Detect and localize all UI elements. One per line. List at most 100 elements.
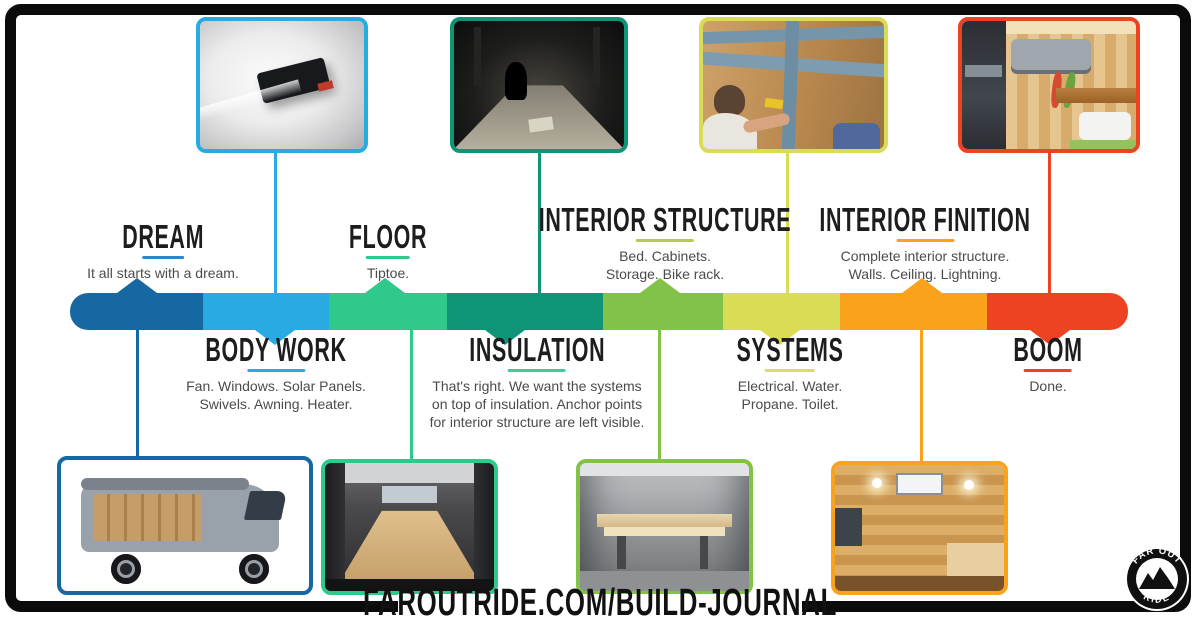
van-sketch-wheel-front (239, 554, 270, 585)
photo-interior-structure (576, 459, 753, 595)
van-rear-door-right (473, 463, 494, 591)
photo-systems (699, 17, 888, 153)
van-rear-door-left (325, 463, 346, 591)
mattress (1010, 38, 1091, 70)
stage-label-systems: SYSTEMS Electrical. Water. Propane. Toil… (708, 331, 873, 413)
stage-underline-dream (142, 255, 184, 259)
stage-title-insulation: INSULATION (469, 331, 605, 368)
platform-leg-right (700, 535, 709, 570)
arrow-down-insulation (485, 330, 525, 345)
stage-description-systems: Electrical. Water. Propane. Toilet. (737, 377, 843, 412)
stage-underline-interior-structure (636, 238, 694, 242)
stage-title-body-work: BODY WORK (205, 331, 347, 368)
insulation-rib-left (474, 27, 482, 87)
arrow-up-floor (365, 278, 405, 293)
photo-interior-finition (831, 461, 1008, 595)
logo-svg: FAR OUT RIDE (1125, 545, 1189, 611)
timeline-segment-dream (70, 293, 203, 330)
bed-deck (946, 543, 1004, 576)
van-sketch-windshield (243, 491, 288, 521)
stage-label-boom: BOOM Done. (995, 331, 1102, 395)
platform-leg-left (617, 535, 626, 570)
arrow-down-body-work (255, 330, 295, 345)
timeline-segment-boom (987, 293, 1128, 330)
logo-text-bottom: RIDE (1142, 591, 1170, 605)
arrow-down-systems (760, 330, 800, 345)
bed-platform-edge (603, 527, 726, 536)
stage-title-boom: BOOM (1013, 331, 1083, 368)
stage-description-dream: It all starts with a dream. (87, 264, 239, 281)
stage-title-systems: SYSTEMS (736, 331, 844, 368)
arrow-up-dream (117, 278, 157, 293)
timeline-bar (70, 278, 1128, 345)
connector-body-work (274, 152, 277, 294)
timeline-segment-systems (723, 293, 840, 330)
stage-description-boom: Done. (1029, 377, 1067, 394)
connector-dream (136, 328, 139, 458)
stage-title-dream: DREAM (122, 218, 204, 255)
stage-title-interior-finition: INTERIOR FINITION (819, 201, 1031, 238)
timeline-segment-floor (329, 293, 447, 330)
photo-dream (57, 456, 313, 595)
footer-url-text: FAROUTRIDE.COM/BUILD-JOURNAL (362, 582, 838, 624)
pillow (1078, 111, 1131, 141)
stage-underline-systems (764, 368, 815, 372)
stage-label-interior-structure: INTERIOR STRUCTURE Bed. Cabinets. Storag… (471, 201, 859, 283)
stage-description-floor: Tiptoe. (366, 264, 410, 281)
footer-border-gap (398, 594, 802, 620)
timeline-segment-body-work (203, 293, 329, 330)
photo-body-work (196, 17, 368, 153)
bed-platform-top (596, 514, 733, 527)
stage-description-interior-structure: Bed. Cabinets. Storage. Bike rack. (605, 247, 725, 282)
worker-silhouette (505, 61, 528, 101)
photo-boom (958, 17, 1140, 153)
photo-floor (321, 459, 498, 595)
insulation-rib-right (593, 27, 601, 87)
footer-url: FAROUTRIDE.COM/BUILD-JOURNAL (251, 582, 948, 625)
van-rear-ceiling (338, 463, 481, 484)
arrow-up-interior-structure (640, 278, 680, 293)
stage-label-floor: FLOOR Tiptoe. (328, 218, 448, 282)
stage-label-insulation: INSULATION That's right. We want the sys… (429, 331, 645, 431)
stage-underline-interior-finition (896, 238, 954, 242)
stage-title-floor: FLOOR (348, 218, 428, 255)
arrow-down-boom (1030, 330, 1070, 345)
window-dark (835, 507, 863, 546)
fabric-blue (833, 123, 881, 149)
connector-insulation (538, 152, 541, 294)
stage-description-body-work: Fan. Windows. Solar Panels. Swivels. Awn… (186, 377, 366, 412)
van-rear-cab-window (382, 486, 437, 503)
timeline-segment-interior-finition (840, 293, 987, 330)
ceiling-vent (895, 472, 944, 496)
ceiling-light-right (963, 480, 974, 491)
stage-underline-body-work (247, 368, 305, 372)
van-sketch-roof (80, 478, 250, 491)
stage-underline-floor (365, 255, 410, 259)
ceiling-light-left (872, 477, 883, 488)
timeline-segment-insulation (447, 293, 603, 330)
logo-badge: FAR OUT RIDE (1124, 545, 1190, 612)
worker-hair (713, 85, 745, 116)
stage-description-insulation: That's right. We want the systems on top… (429, 377, 645, 431)
connector-interior-finition (920, 328, 923, 462)
van-sketch-wheel-rear (110, 554, 141, 585)
stage-title-interior-structure: INTERIOR STRUCTURE (538, 201, 792, 238)
stage-underline-insulation (508, 368, 566, 372)
stage-description-interior-finition: Complete interior structure. Walls. Ceil… (840, 247, 1010, 282)
van-sketch-interior-cutaway (93, 494, 203, 542)
photo-insulation (450, 17, 628, 153)
interior-floor-strip (835, 575, 1004, 591)
kitchen-block (962, 21, 1006, 149)
stove-top (965, 64, 1002, 78)
connector-systems (786, 152, 789, 294)
timeline-segment-interior-structure (603, 293, 723, 330)
wood-counter (1055, 87, 1136, 103)
stage-label-body-work: BODY WORK Fan. Windows. Solar Panels. Sw… (167, 331, 384, 413)
connector-interior-structure (658, 328, 661, 460)
mountains-icon (1139, 567, 1175, 589)
green-cushion (1069, 140, 1136, 149)
connector-boom (1048, 151, 1051, 294)
van-rear-bumper (325, 579, 494, 591)
stage-underline-boom (1023, 368, 1072, 372)
